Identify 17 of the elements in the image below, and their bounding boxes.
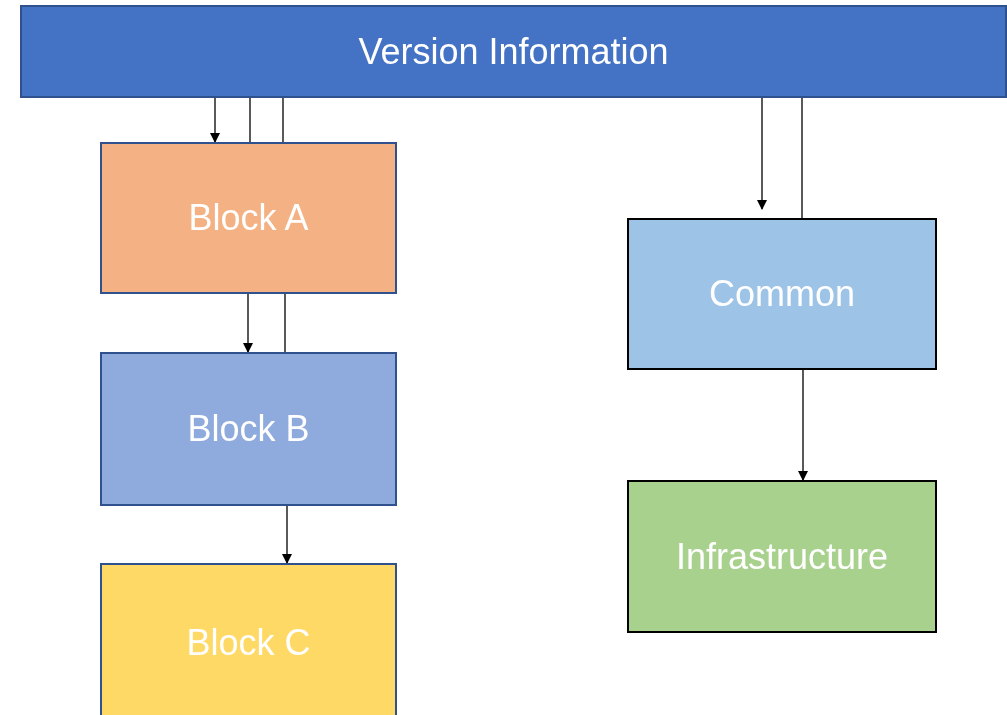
node-label: Block C	[186, 622, 311, 664]
arrow	[243, 293, 253, 353]
arrow	[282, 505, 292, 564]
process-box	[627, 218, 937, 370]
arrow	[757, 97, 767, 210]
node-label: Block A	[188, 197, 309, 239]
node-label: Common	[708, 273, 855, 315]
node-label: Version Information	[358, 30, 669, 73]
process-box	[100, 352, 397, 506]
node-label: Infrastructure	[675, 535, 889, 578]
arrow	[210, 97, 220, 143]
process-box	[100, 563, 397, 715]
arrow	[798, 369, 808, 481]
process-box	[100, 142, 397, 294]
node-label: Block B	[187, 408, 310, 450]
title-bar	[20, 5, 1007, 98]
process-box	[627, 480, 937, 633]
